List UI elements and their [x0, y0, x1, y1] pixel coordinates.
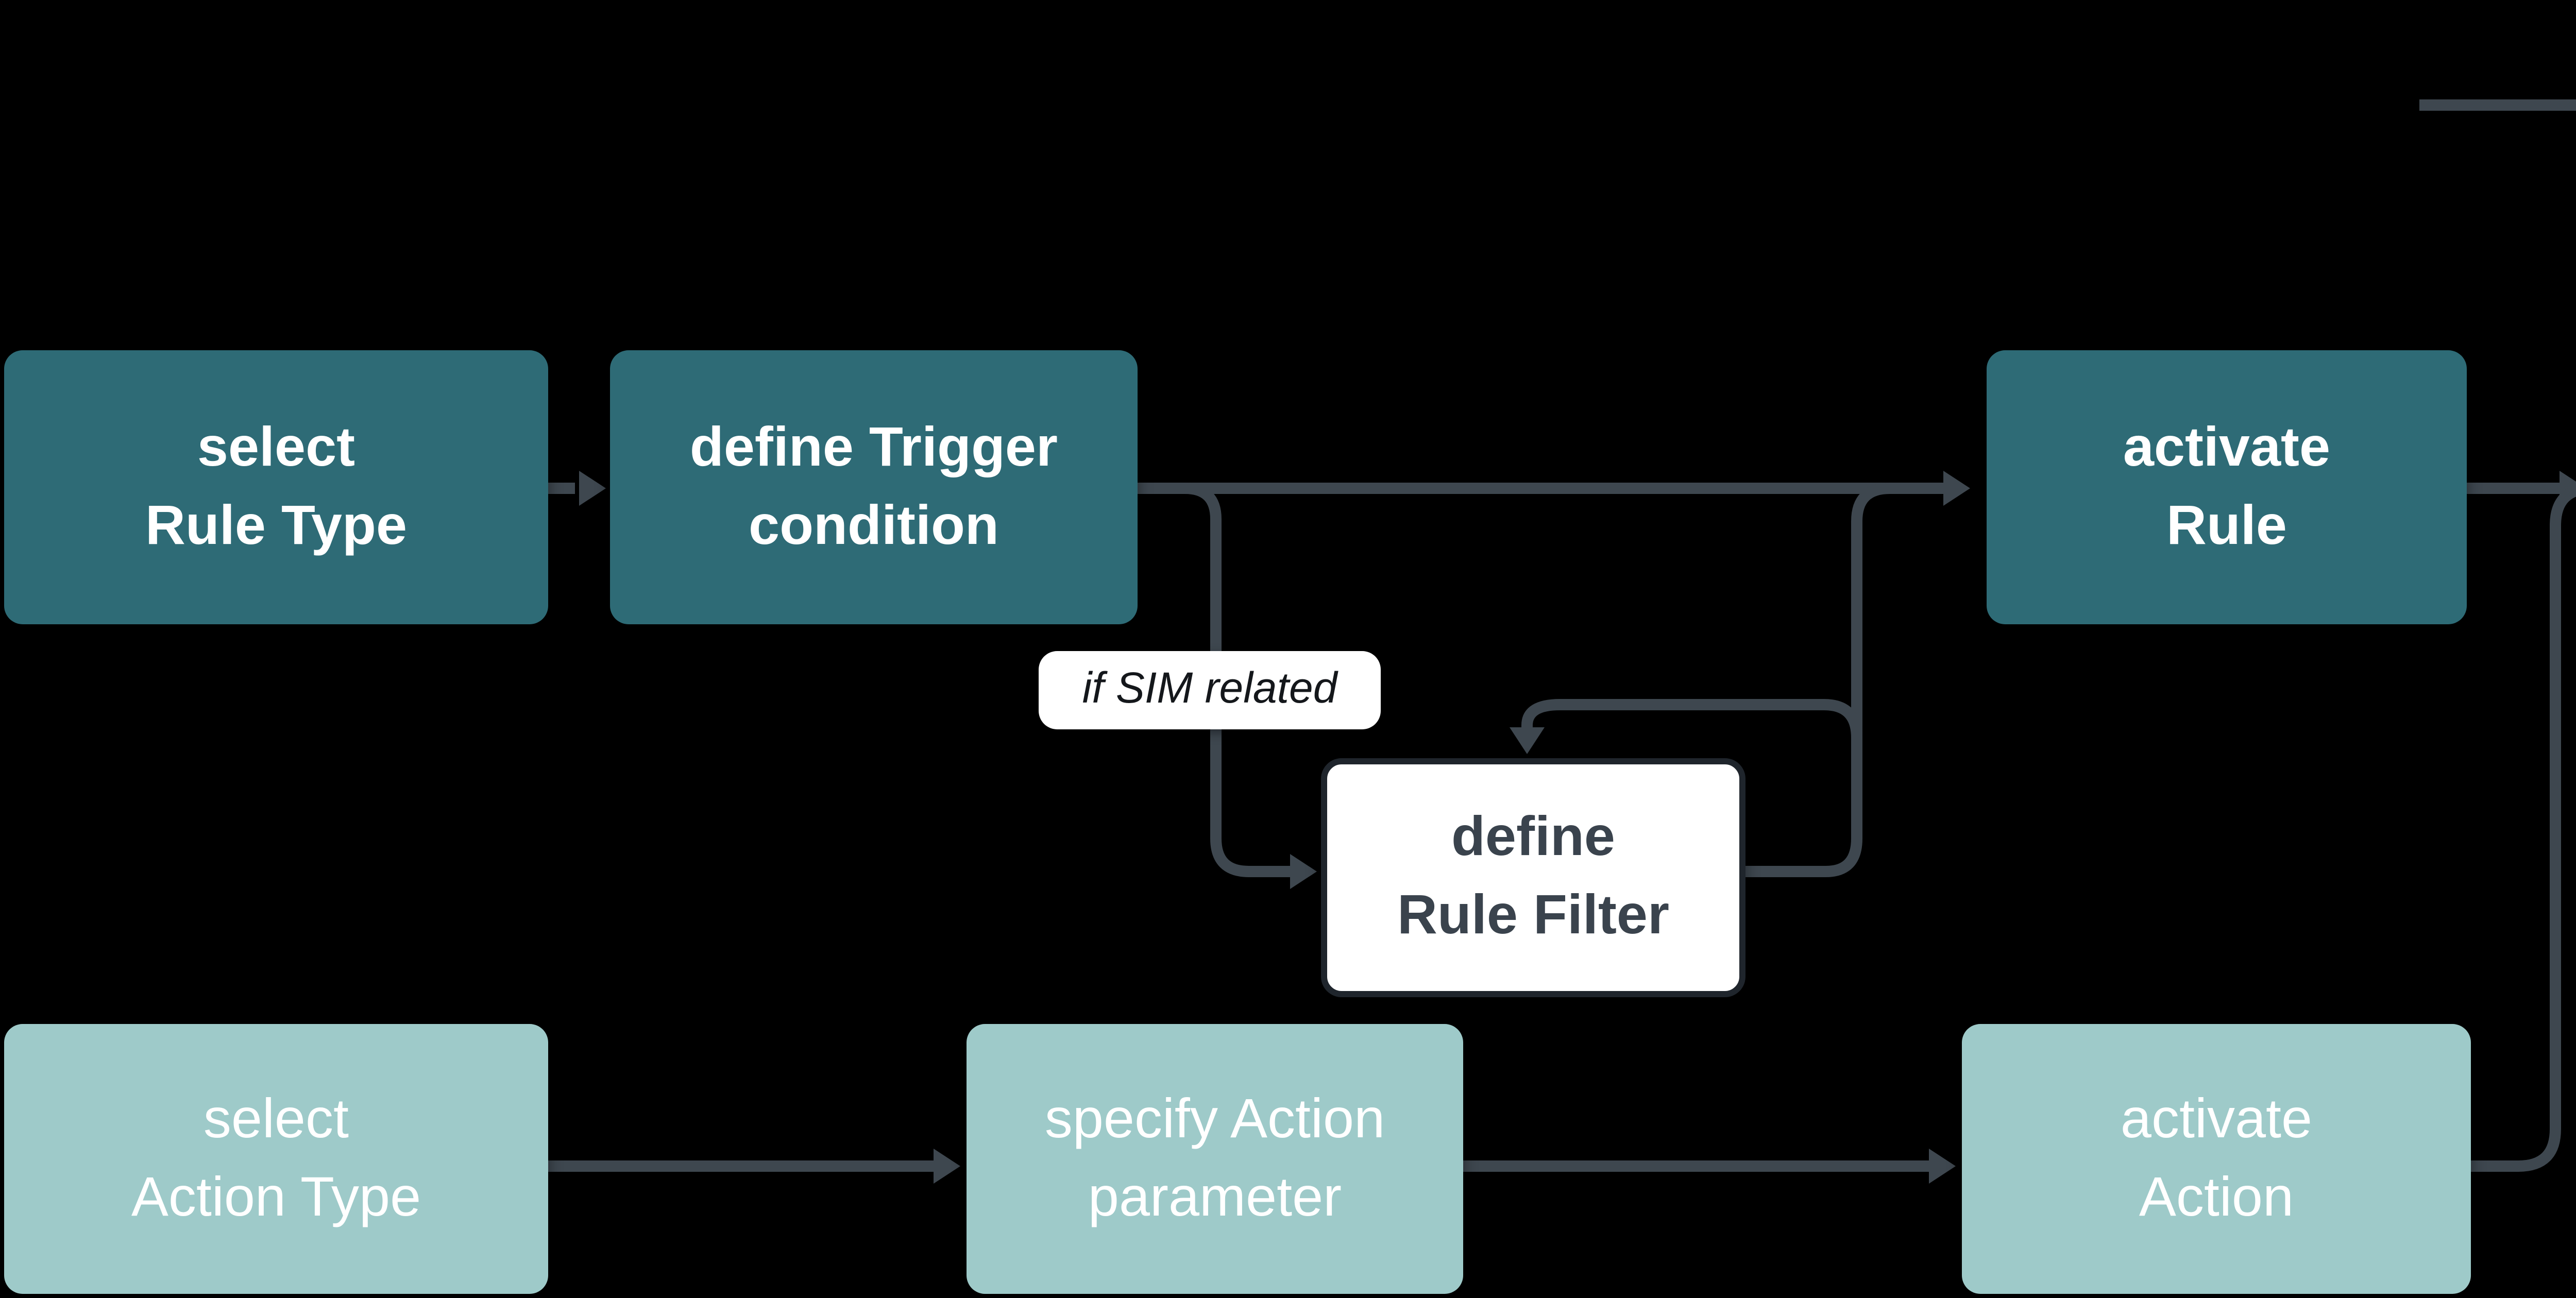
arrowhead-into-specify — [934, 1149, 960, 1184]
edge-label-if-sim-related: if SIM related — [1039, 651, 1381, 729]
arrowhead-into-rule-filter — [1290, 854, 1317, 889]
node-activate-action: activate Action — [1962, 1024, 2471, 1294]
edge-rule-filter-self-loop — [1521, 699, 1862, 764]
node-select-action-type: select Action Type — [4, 1024, 548, 1294]
node-select-rule-type: select Rule Type — [4, 350, 548, 624]
node-define-rule-filter: define Rule Filter — [1321, 758, 1745, 997]
node-activate-rule: activate Rule — [1987, 350, 2467, 624]
edge-activate-action-to-assign — [2471, 485, 2576, 1172]
arrowhead-into-activate-rule — [1943, 471, 1970, 506]
node-define-trigger-condition: define Trigger condition — [610, 350, 1138, 624]
edge-rule-filter-to-activate-rule — [1733, 483, 1890, 877]
arrowhead-rule-filter-loop — [1510, 727, 1545, 754]
arrowhead-into-activate-action — [1929, 1149, 1956, 1184]
arrowhead-into-trigger — [579, 471, 606, 506]
node-specify-action-parameter: specify Action parameter — [967, 1024, 1463, 1294]
